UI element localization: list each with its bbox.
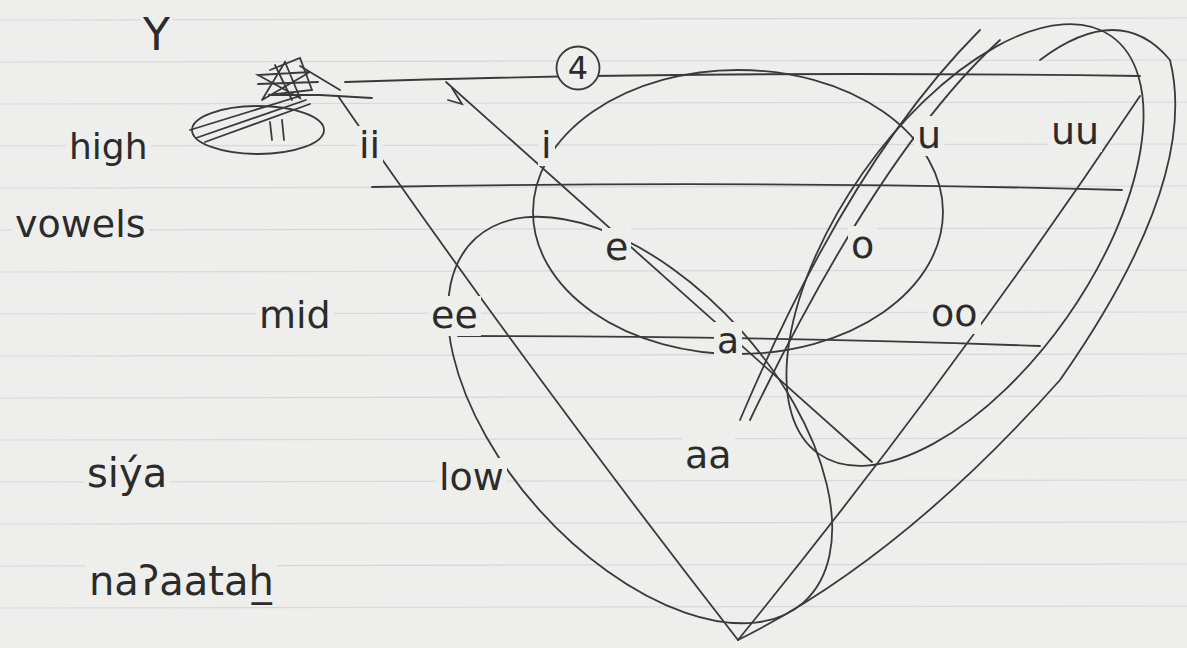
- vowel-symbol: u: [914, 116, 944, 156]
- height-label: vowels: [12, 205, 149, 245]
- vowel-symbol: ee: [428, 296, 481, 336]
- vowel-symbol: a: [714, 322, 742, 360]
- axis-letter: Y: [140, 12, 173, 58]
- example-word: siýa: [84, 452, 170, 494]
- ruled-paper: [0, 18, 1187, 608]
- number-text: 4: [568, 52, 588, 84]
- vowel-symbol: i: [538, 126, 555, 166]
- vowel-symbol: oo: [928, 294, 981, 334]
- vowel-symbol: ii: [356, 126, 383, 166]
- pencil-strokes: [190, 0, 1187, 648]
- height-label: mid: [256, 296, 334, 336]
- height-label: low: [436, 458, 507, 498]
- height-label: high: [66, 128, 151, 166]
- vowel-symbol: aa: [682, 436, 735, 476]
- example-word: naʔaatah̲: [86, 560, 277, 602]
- circled-number: 4: [555, 45, 601, 91]
- vowel-symbol: o: [848, 226, 877, 266]
- vowel-symbol: uu: [1048, 112, 1102, 152]
- vowel-symbol: e: [602, 228, 631, 268]
